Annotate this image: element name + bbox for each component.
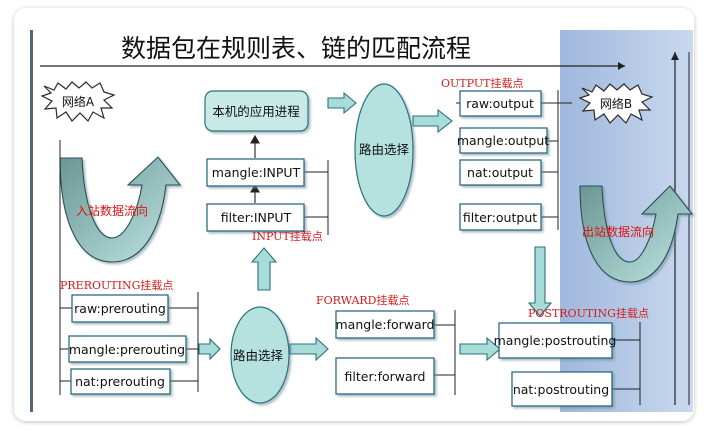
chain-raw-output: raw:output [466, 96, 534, 111]
chain-boxes: raw:prerouting mangle:prerouting nat:pre… [68, 90, 617, 407]
routing-ellipse-bottom [230, 306, 290, 404]
box-raw-output [459, 90, 542, 117]
chain-mangle-prerouting: mangle:prerouting [69, 342, 185, 357]
output-connectors [456, 90, 572, 230]
hook-forward-label: FORWARD挂载点 [316, 293, 410, 307]
routing-bottom-label: 路由选择 [233, 348, 284, 363]
hook-input-label: INPUT挂载点 [252, 229, 323, 243]
chain-filter-forward: filter:forward [345, 369, 426, 384]
hook-prerouting-label: PREROUTING挂载点 [60, 278, 173, 292]
input-connectors [304, 160, 329, 235]
box-mangle-prerouting [68, 335, 187, 363]
block-arrows [198, 91, 553, 362]
cloud-network-b-label: 网络B [600, 96, 632, 111]
hook-postrouting-label: POSTROUTING挂载点 [528, 306, 649, 320]
postrouting-connectors [612, 322, 641, 405]
box-raw-prerouting [71, 294, 169, 323]
arrow-forward-to-postrouting [459, 336, 501, 362]
box-mangle-output [459, 127, 548, 154]
prerouting-connectors [59, 140, 199, 395]
box-filter-forward [335, 357, 435, 395]
arrow-process-to-routing [327, 91, 357, 115]
cloud-network-a-label: 网络A [62, 94, 95, 109]
cloud-network-b: 网络B [578, 83, 654, 124]
chain-filter-output: filter:output [463, 210, 537, 225]
right-vertical-line-1-arrowhead [671, 52, 679, 60]
box-mangle-forward [335, 310, 435, 339]
input-up-arrows [250, 134, 260, 203]
routing-top-label: 路由选择 [359, 142, 410, 157]
chain-filter-input: filter:INPUT [221, 210, 292, 225]
box-filter-output [459, 203, 542, 231]
arrow-routing-up-to-input [250, 247, 278, 291]
inbound-flow-arrow [59, 156, 182, 263]
page-title: 数据包在规则表、链的匹配流程 [121, 34, 471, 63]
process-label: 本机的应用进程 [212, 104, 300, 119]
box-nat-output [459, 159, 542, 186]
chain-mangle-input: mangle:INPUT [212, 165, 301, 180]
process-box [204, 90, 309, 132]
chain-mangle-postrouting: mangle:postrouting [494, 333, 617, 348]
inbound-flow-label: 入站数据流向 [76, 203, 148, 218]
arrow-routing-to-forward [289, 336, 329, 362]
box-mangle-input [206, 158, 305, 187]
arrow-prerouting-to-routing [198, 337, 221, 361]
box-filter-input [206, 203, 305, 232]
box-nat-prerouting [70, 368, 171, 395]
arrow-routing-to-output [412, 108, 453, 134]
left-border-line [30, 30, 33, 412]
routing-ellipse-top [354, 83, 414, 217]
outbound-flow-arrow [579, 185, 694, 283]
box-mangle-postrouting [498, 322, 613, 359]
box-nat-postrouting [511, 371, 613, 407]
chain-mangle-output: mangle:output [457, 133, 549, 148]
chain-mangle-forward: mangle:forward [336, 317, 435, 332]
chain-raw-prerouting: raw:prerouting [74, 301, 166, 316]
hook-output-label: OUTPUT挂载点 [441, 76, 523, 90]
title-rule-arrowhead [618, 62, 625, 70]
chain-nat-prerouting: nat:prerouting [75, 374, 165, 389]
arrow-output-down-to-postrouting [527, 246, 553, 317]
chain-nat-postrouting: nat:postrouting [513, 382, 609, 397]
forward-connectors [434, 310, 456, 395]
outbound-flow-label: 出站数据流向 [582, 224, 654, 239]
chain-nat-output: nat:output [467, 165, 533, 180]
cloud-network-a: 网络A [40, 81, 116, 122]
